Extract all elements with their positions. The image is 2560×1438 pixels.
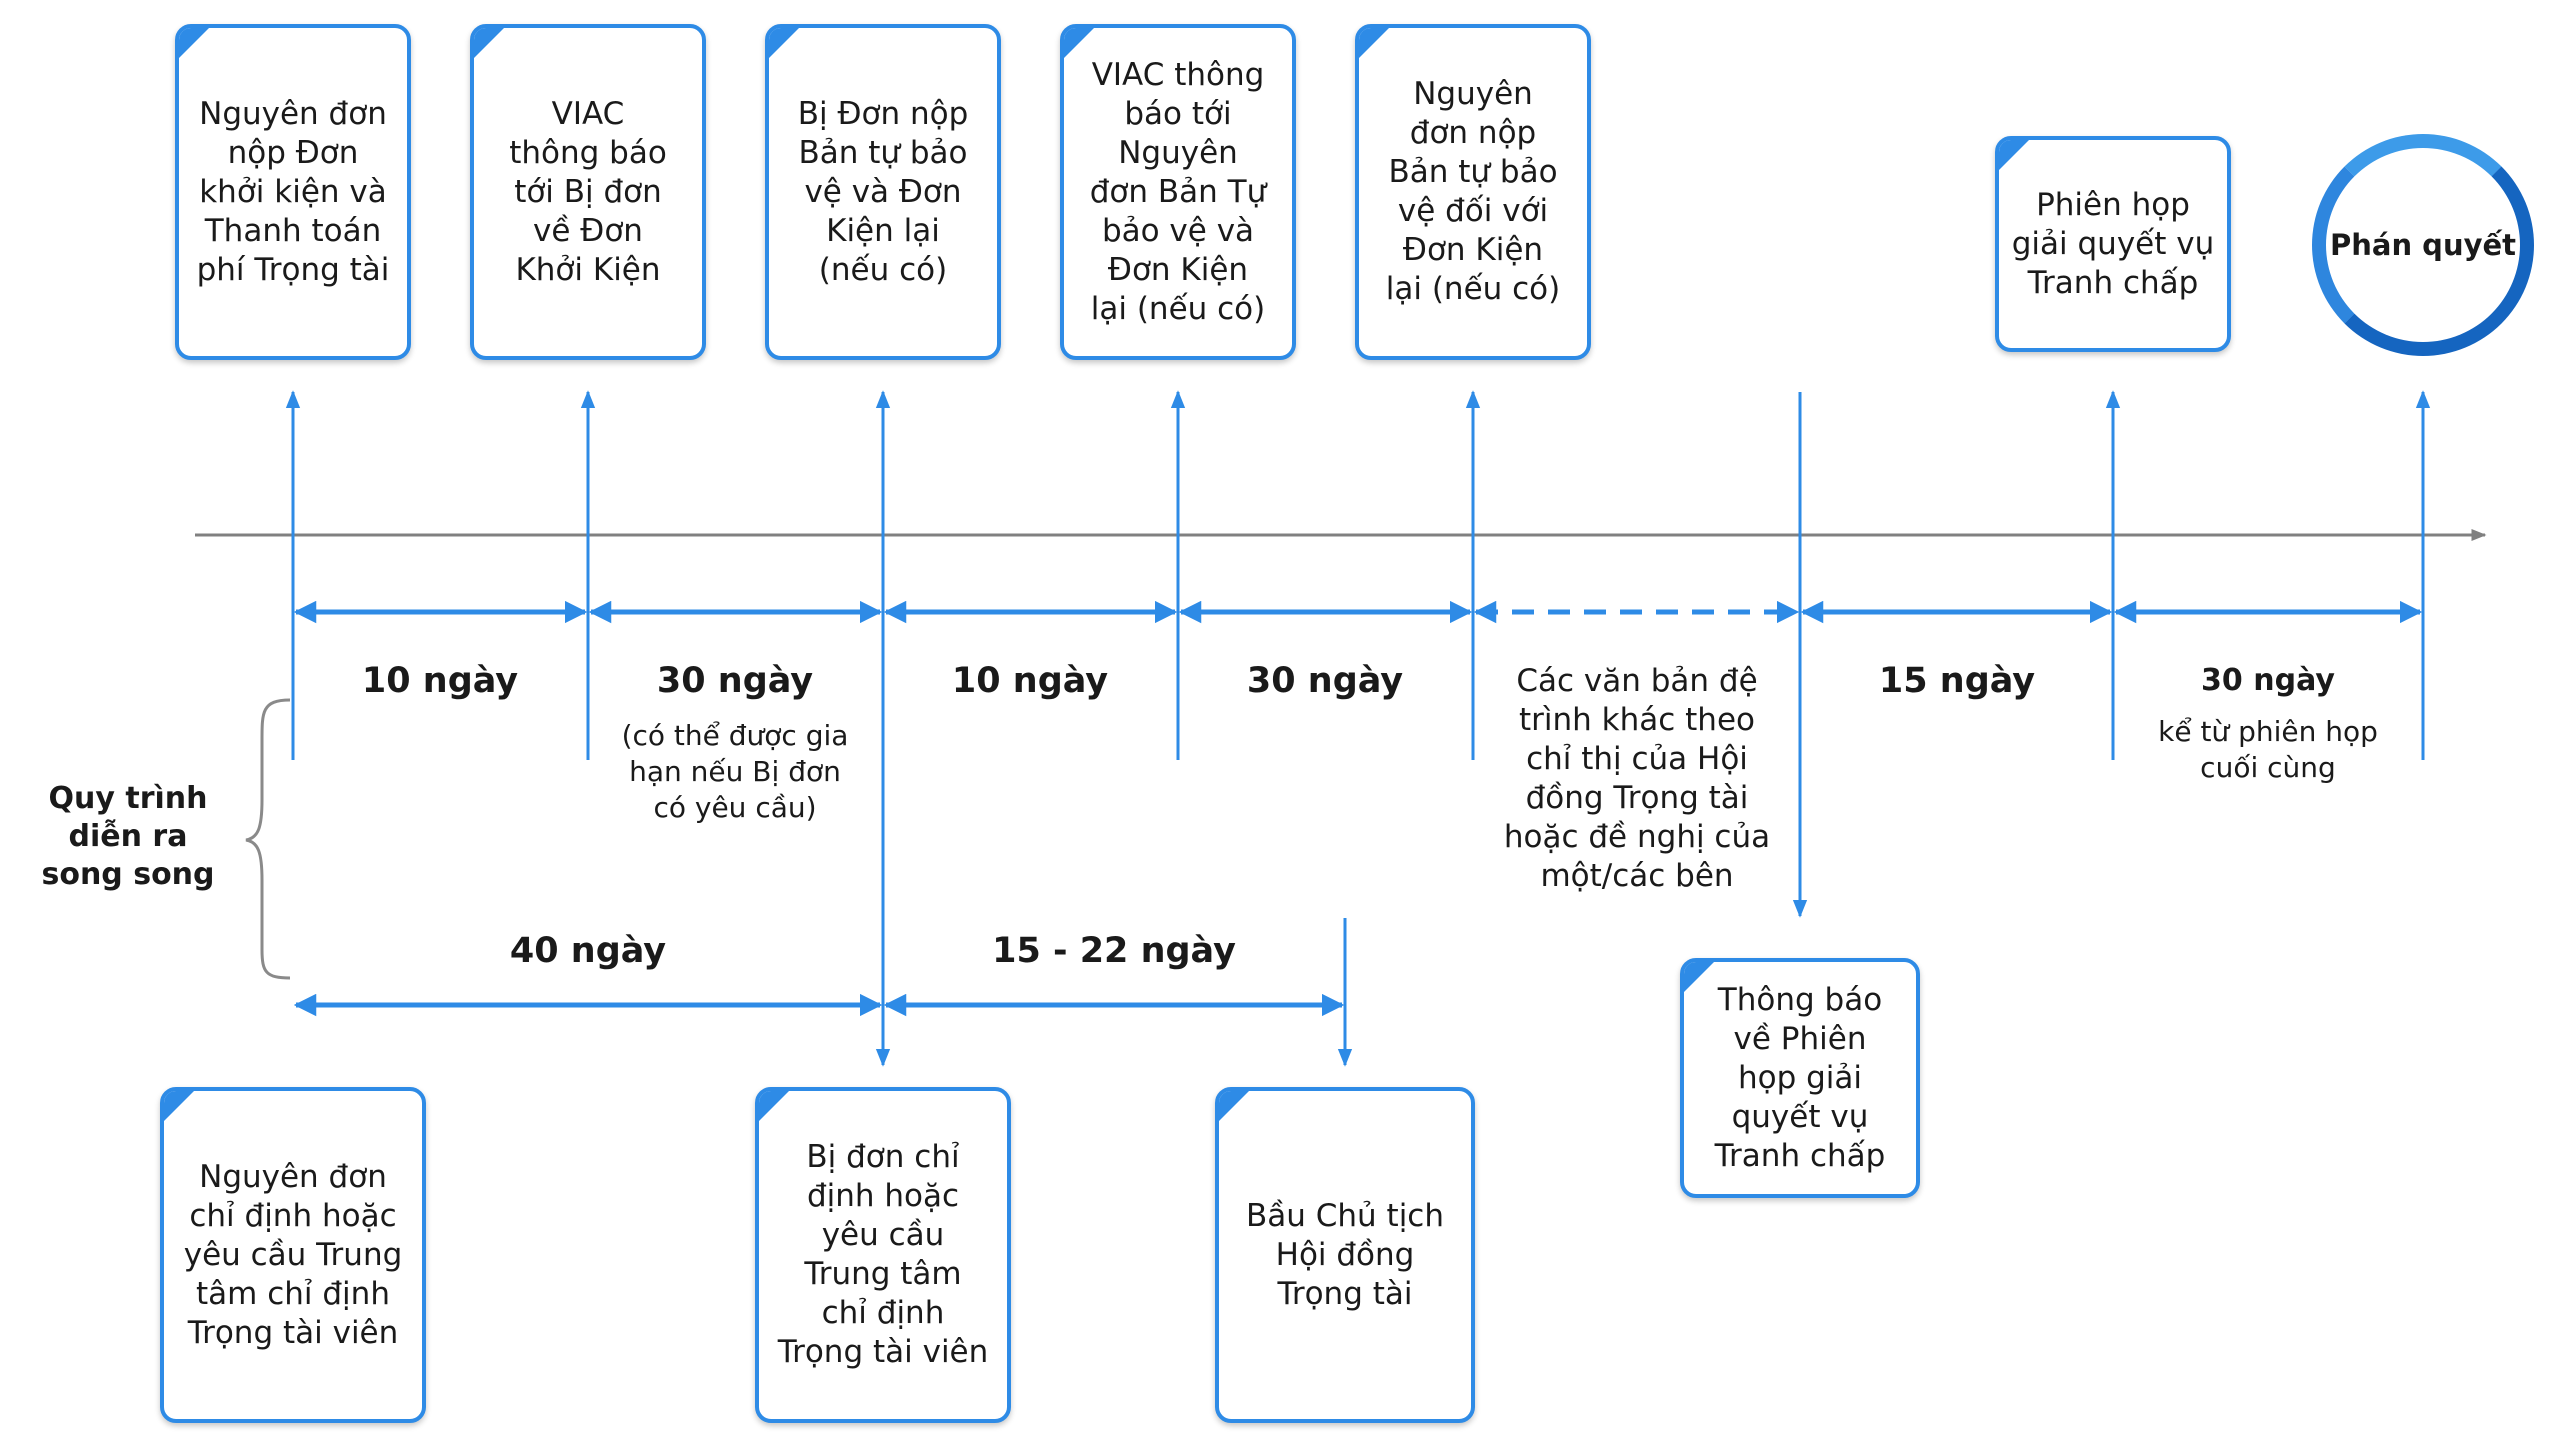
step-box-notify-claimant: VIAC thông báo tới Nguyên đơn Bản Tự bảo… [1060,24,1296,360]
award-label: Phán quyết [2329,228,2517,262]
step-box-notify-respondent: VIAC thông báo tới Bị đơn về Đơn Khởi Ki… [470,24,706,360]
step-box-statement-of-defence: Bị Đơn nộp Bản tự bảo vệ và Đơn Kiện lại… [765,24,1001,360]
step-box-text: Phiên họp giải quyết vụ Tranh chấp [2011,186,2215,301]
period-days-4: 30 ngày [1246,661,1404,701]
period-days-7: 30 ngày [2201,663,2335,698]
parallel-process-label: Quy trình diễn ra song song [41,781,215,892]
period-days-2: 30 ngày [656,661,814,701]
step-box-text: Bị Đơn nộp Bản tự bảo vệ và Đơn Kiện lại… [797,95,969,288]
step-box-text: Nguyên đơn nộp Đơn khởi kiện và Thanh to… [196,95,390,288]
step-box-text: VIAC thông báo tới Nguyên đơn Bản Tự bảo… [1089,56,1267,327]
step-box-claimant-nominate: Nguyên đơn chỉ định hoặc yêu cầu Trung t… [160,1087,426,1423]
parallel-period-1: 40 ngày [509,931,667,971]
period-note-5: Các văn bản đệ trình khác theo chỉ thị c… [1503,663,1771,894]
step-box-text: Thông báo về Phiên họp giải quyết vụ Tra… [1714,981,1886,1174]
period-note-2: (có thể được gia hạn nếu Bị đơn có yêu c… [621,719,849,824]
step-box-text: Bầu Chủ tịch Hội đồng Trọng tài [1245,1197,1445,1312]
step-box-respondent-nominate: Bị đơn chỉ định hoặc yêu cầu Trung tâm c… [755,1087,1011,1423]
period-days-1: 10 ngày [361,661,519,701]
step-box-submit-claim: Nguyên đơn nộp Đơn khởi kiện và Thanh to… [175,24,411,360]
step-box-text: Nguyên đơn chỉ định hoặc yêu cầu Trung t… [183,1158,403,1351]
step-box-hearing: Phiên họp giải quyết vụ Tranh chấp [1995,136,2231,352]
period-days-3: 10 ngày [951,661,1109,701]
step-box-elect-chair: Bầu Chủ tịch Hội đồng Trọng tài [1215,1087,1475,1423]
step-box-defence-to-counterclaim: Nguyên đơn nộp Bản tự bảo vệ đối với Đơn… [1355,24,1591,360]
step-box-text: VIAC thông báo tới Bị đơn về Đơn Khởi Ki… [509,95,667,288]
parallel-brace [245,698,291,980]
step-box-text: Nguyên đơn nộp Bản tự bảo vệ đối với Đơn… [1385,76,1561,307]
award-circle: Phán quyết [2312,134,2534,356]
period-days-6: 15 ngày [1878,661,2036,701]
parallel-period-2: 15 - 22 ngày [992,931,1236,971]
period-note-7: kể từ phiên họp cuối cùng [2158,715,2378,784]
step-box-text: Bị đơn chỉ định hoặc yêu cầu Trung tâm c… [777,1139,989,1370]
step-box-hearing-notice: Thông báo về Phiên họp giải quyết vụ Tra… [1680,958,1920,1198]
